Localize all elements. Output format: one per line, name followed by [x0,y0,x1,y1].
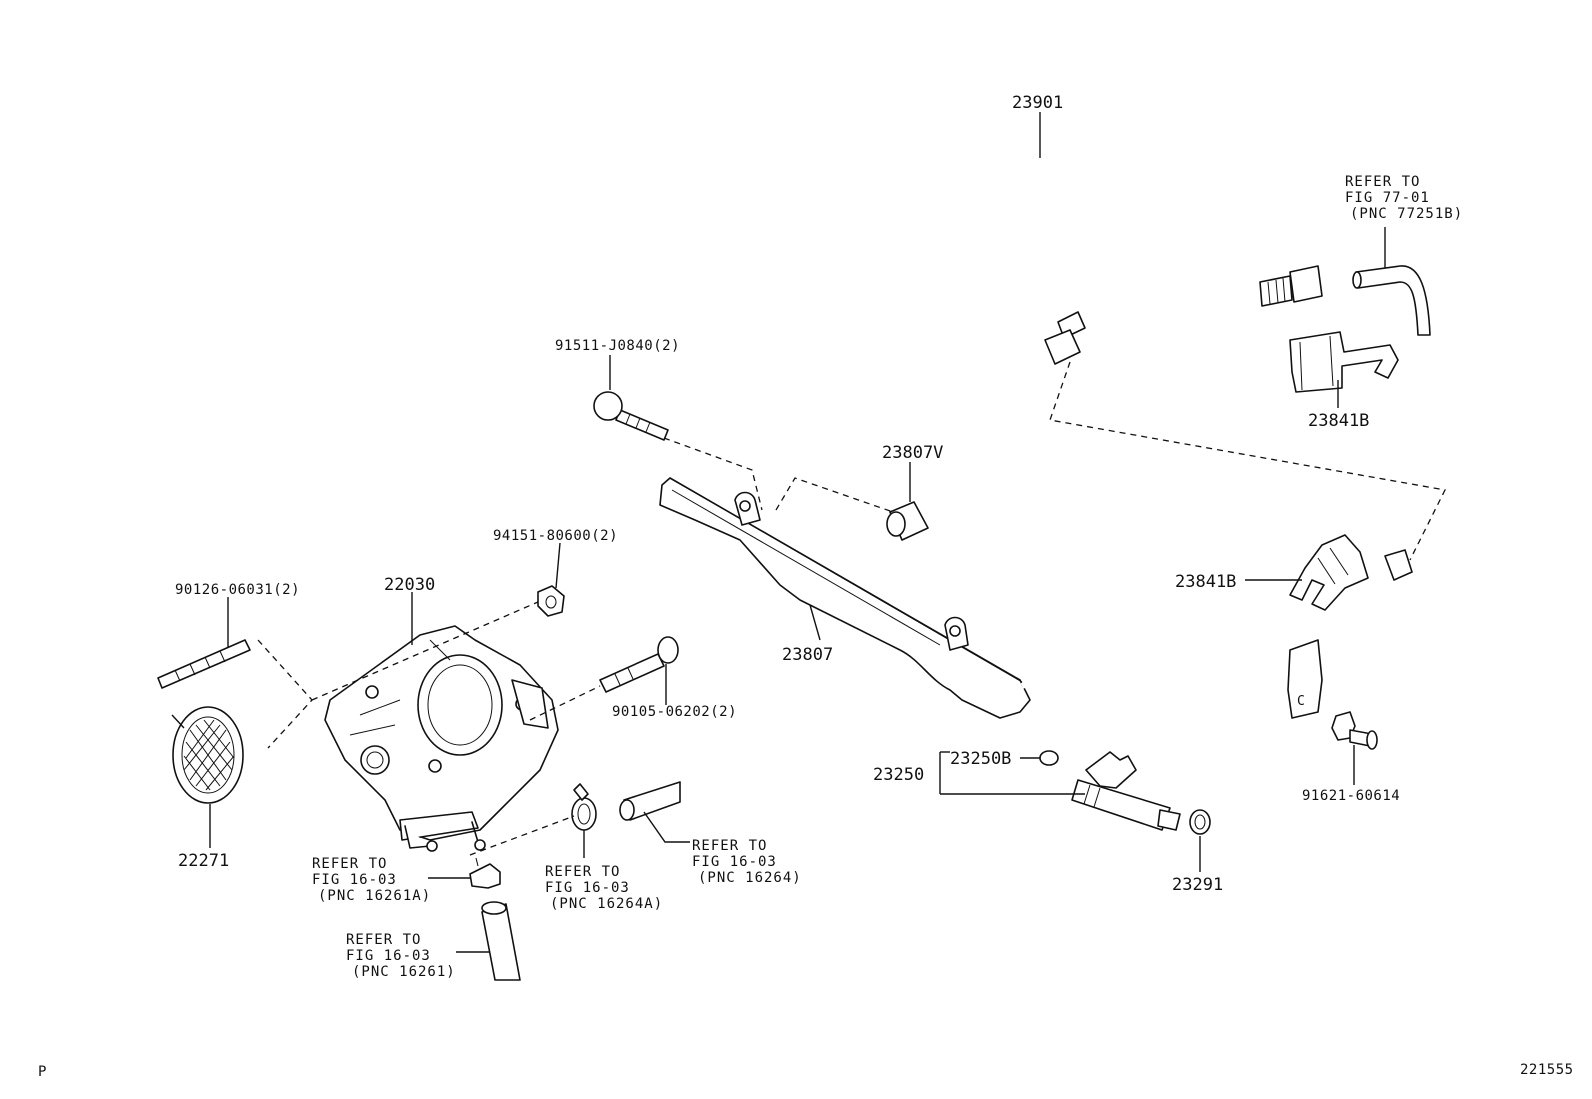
fuel-hose-23901[interactable] [985,158,1323,365]
diagram-id: 221555 [1520,1062,1574,1078]
reference-labels: REFER TO FIG 77-01 (PNC 77251B) REFER TO… [312,174,1463,980]
label-23901[interactable]: 23901 [1012,93,1063,113]
dashed-assembly-lines [257,361,1446,856]
label-22271[interactable]: 22271 [178,851,229,871]
bolt-91511[interactable] [593,391,669,441]
corner-letter: P [38,1064,47,1080]
collar-23807v[interactable] [886,501,929,541]
fuel-delivery-pipe-23807[interactable]: C [659,477,1413,719]
clip-23841b-mid[interactable] [1289,534,1369,611]
sensor-ref-16261a [469,857,501,889]
label-23841b-mid[interactable]: 23841B [1175,572,1236,592]
label-94151[interactable]: 94151-80600(2) [493,528,618,544]
hose-ref-16261 [481,901,521,981]
hose-ref-16264 [619,781,681,821]
leader-lines [209,112,1386,953]
ref-16261[interactable]: REFER TO FIG 16-03 (PNC 16261) [346,932,456,980]
label-23841b-top[interactable]: 23841B [1308,411,1369,431]
label-22030[interactable]: 22030 [384,575,435,595]
stud-90126[interactable] [157,639,251,689]
svg-text:C: C [1297,694,1305,709]
label-90105[interactable]: 90105-06202(2) [612,704,737,720]
label-91511[interactable]: 91511-J0840(2) [555,338,680,354]
ref-16264a[interactable]: REFER TO FIG 16-03 (PNC 16264A) [545,864,663,912]
insulator-23291[interactable] [1189,809,1211,835]
label-23291[interactable]: 23291 [1172,875,1223,895]
clip-23841b-top[interactable] [1289,331,1399,393]
label-91621[interactable]: 91621-60614 [1302,788,1400,804]
label-23250b[interactable]: 23250B [950,749,1011,769]
bolt-90105[interactable] [599,636,679,693]
clamp-ref-16264a [571,783,597,831]
o-ring-23250b[interactable] [1039,750,1059,766]
ref-16264[interactable]: REFER TO FIG 16-03 (PNC 16264) [692,838,802,886]
nut-94151[interactable] [537,585,565,617]
bolt-91621[interactable] [1331,711,1378,750]
part-labels: 23901 23841B 23841B 91511-J0840(2) 23807… [175,93,1400,895]
label-23807[interactable]: 23807 [782,645,833,665]
fuel-pipe-ref-77251b [1352,265,1431,336]
ref-16261a[interactable]: REFER TO FIG 16-03 (PNC 16261A) [312,856,431,904]
fuel-injector[interactable] [1071,751,1181,831]
label-23807v[interactable]: 23807V [882,443,943,463]
throttle-body-22030[interactable] [324,625,559,852]
label-90126[interactable]: 90126-06031(2) [175,582,300,598]
ref-77251b[interactable]: REFER TO FIG 77-01 (PNC 77251B) [1345,174,1463,222]
gasket-22271[interactable] [171,706,244,804]
label-23250[interactable]: 23250 [873,765,924,785]
